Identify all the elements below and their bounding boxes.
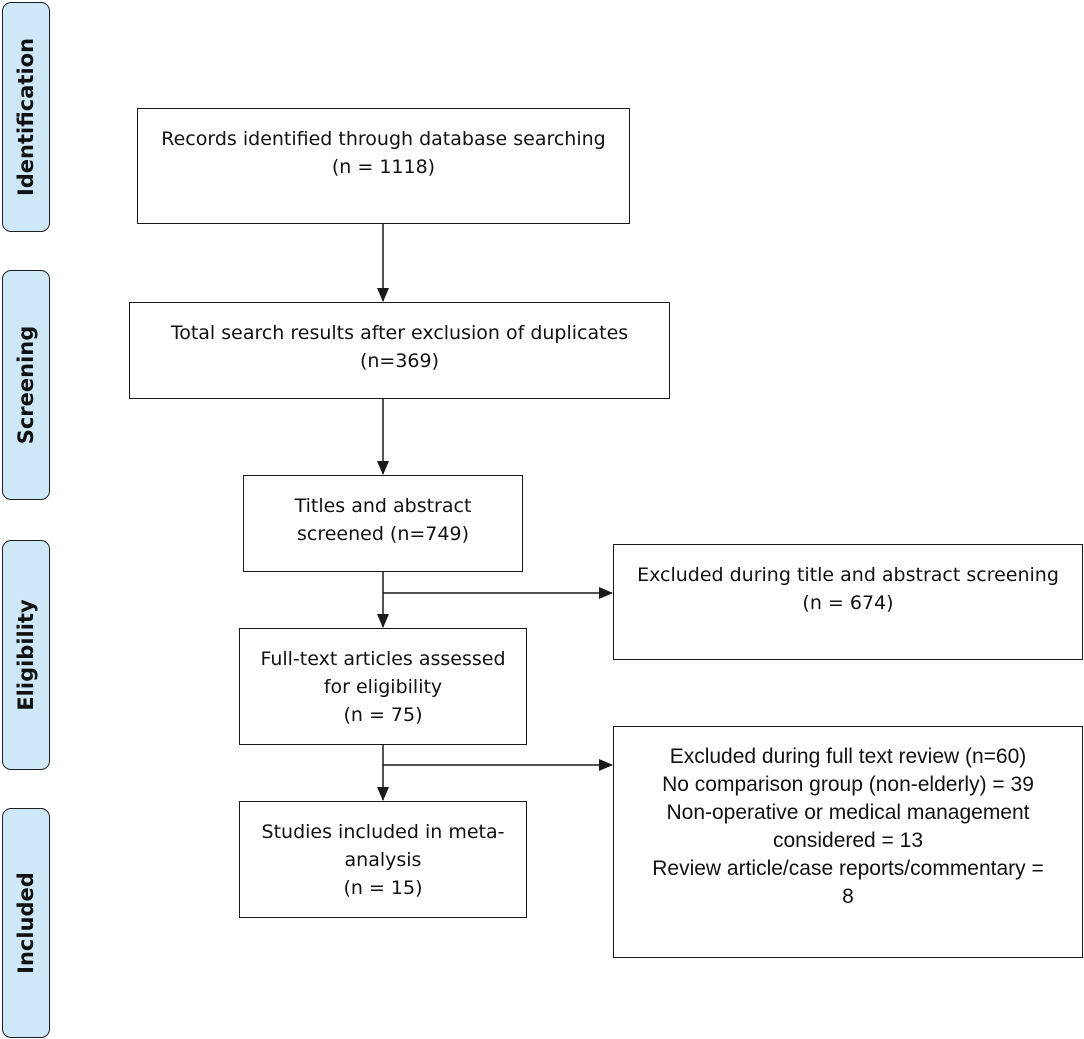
studies-included-text-2: analysis: [344, 849, 422, 871]
fulltext-assessed-text-1: Full-text articles assessed: [260, 648, 506, 670]
records-identified-box: Records identified through database sear…: [137, 108, 630, 224]
excluded-reason-nonoperative-1: Non-operative or medical management: [666, 801, 1030, 824]
excluded-title-abstract-text: Excluded during title and abstract scree…: [637, 564, 1059, 586]
excluded-title-abstract-box: Excluded during title and abstract scree…: [613, 544, 1083, 660]
after-duplicates-count: (n=369): [359, 350, 440, 372]
after-duplicates-box: Total search results after exclusion of …: [129, 302, 670, 399]
studies-included-count: (n = 15): [343, 877, 423, 899]
excluded-reason-review-2: 8: [842, 885, 854, 908]
fulltext-assessed-text-2: for eligibility: [323, 676, 443, 698]
excluded-reason-review-1: Review article/case reports/commentary =: [652, 857, 1044, 880]
titles-screened-box: Titles and abstract screened (n=749): [243, 475, 523, 572]
titles-screened-count: screened (n=749): [296, 523, 469, 545]
phase-eligibility-label: Eligibility: [2, 540, 50, 770]
fulltext-assessed-box: Full-text articles assessed for eligibil…: [239, 628, 527, 745]
excluded-title-abstract-count: (n = 674): [802, 592, 894, 614]
records-identified-count: (n = 1118): [331, 156, 436, 178]
excluded-reason-nonoperative-2: considered = 13: [772, 829, 924, 852]
after-duplicates-text: Total search results after exclusion of …: [170, 322, 629, 344]
phase-identification-label: Identification: [2, 2, 50, 232]
records-identified-text: Records identified through database sear…: [161, 128, 606, 150]
studies-included-text-1: Studies included in meta-: [261, 821, 505, 843]
excluded-fulltext-box: Excluded during full text review (n=60) …: [613, 726, 1083, 958]
titles-screened-text: Titles and abstract: [294, 495, 472, 517]
excluded-reason-no-comparison: No comparison group (non-elderly) = 39: [662, 773, 1034, 796]
phase-screening-label: Screening: [2, 270, 50, 500]
excluded-fulltext-heading: Excluded during full text review (n=60): [669, 745, 1027, 768]
studies-included-box: Studies included in meta- analysis (n = …: [239, 801, 527, 918]
fulltext-assessed-count: (n = 75): [343, 704, 423, 726]
phase-included-label: Included: [2, 808, 50, 1038]
